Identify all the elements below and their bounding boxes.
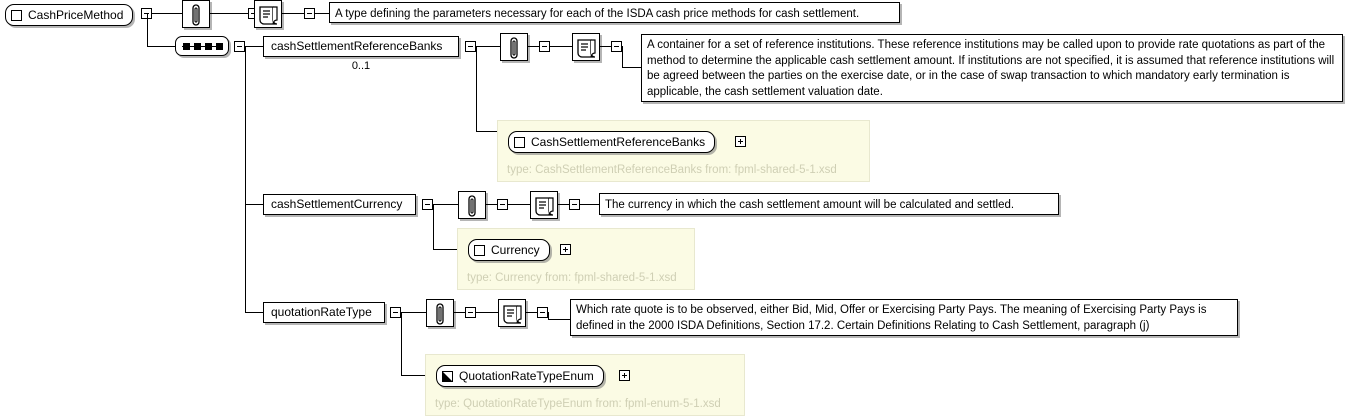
- expand-toggle-cashsettlementreferencebanks[interactable]: [735, 136, 746, 147]
- collapse-toggle-root[interactable]: [141, 8, 152, 19]
- connector-root-down: [147, 14, 148, 46]
- connector-child3-doc-to-box: [548, 319, 570, 320]
- collapse-toggle-sequence[interactable]: [234, 41, 245, 52]
- connector-doc-icon-to-toggle-child2: [558, 204, 569, 205]
- element-label: quotationRateType: [271, 305, 372, 319]
- connector-toggle-to-doc-icon-child3: [476, 312, 498, 313]
- type-ref-node-currency[interactable]: Currency: [468, 239, 550, 261]
- root-type-node-cashpricemethod[interactable]: CashPriceMethod: [5, 4, 134, 26]
- documentation-scroll-icon[interactable]: [498, 299, 526, 327]
- collapse-toggle-root-documentation[interactable]: [304, 8, 315, 19]
- connector-child2-to-annotation: [433, 204, 458, 205]
- root-documentation-text: A type defining the parameters necessary…: [335, 8, 860, 20]
- root-documentation-box: A type defining the parameters necessary…: [329, 2, 900, 23]
- element-node-quotationratetype[interactable]: quotationRateType: [263, 302, 385, 323]
- connector-child1-to-annotation: [476, 46, 500, 47]
- connector-sequence-to-child3: [245, 312, 263, 313]
- collapse-toggle-child1-documentation[interactable]: [611, 41, 622, 52]
- connector-doc-icon-to-toggle-child3: [526, 312, 537, 313]
- connector-toggle-to-doc-icon-child2: [508, 204, 530, 205]
- sequence-dot: [194, 43, 201, 50]
- connector-sequence-to-child1: [245, 46, 263, 47]
- connector-annotation-to-toggle-child2: [486, 204, 497, 205]
- connector-child2-type-down: [433, 204, 434, 249]
- expand-toggle-currency[interactable]: [560, 244, 571, 255]
- child2-documentation-box: The currency in which the cash settlemen…: [599, 193, 1059, 215]
- element-label: cashSettlementReferenceBanks: [271, 39, 443, 53]
- connector-child1-type-down: [476, 46, 477, 131]
- child3-documentation-box: Which rate quote is to be observed, eith…: [570, 299, 1238, 336]
- connector-annotation-to-toggle-child1: [528, 46, 539, 47]
- sequence-dot: [205, 43, 212, 50]
- type-ref-label: Currency: [491, 243, 540, 257]
- child1-documentation-box: A container for a set of reference insti…: [641, 34, 1343, 102]
- element-node-cashsettlementreferencebanks[interactable]: cashSettlementReferenceBanks: [263, 36, 459, 57]
- sequence-compositor-icon[interactable]: [175, 36, 229, 56]
- type-ref-label: CashSettlementReferenceBanks: [531, 135, 706, 149]
- connector-sequence-trunk: [245, 46, 246, 312]
- connector-root-to-annotation: [152, 13, 182, 14]
- enum-icon: [442, 370, 453, 382]
- connector-sequence-to-child2: [245, 204, 263, 205]
- child3-documentation-text: Which rate quote is to be observed, eith…: [576, 304, 1207, 332]
- connector-doc-icon-to-toggle: [282, 13, 304, 14]
- collapse-toggle-child3-documentation[interactable]: [537, 307, 548, 318]
- sequence-dot: [216, 43, 223, 50]
- connector-toggle-to-docbox: [315, 13, 329, 14]
- element-node-cashsettlementcurrency[interactable]: cashSettlementCurrency: [263, 194, 416, 215]
- element-label: cashSettlementCurrency: [271, 197, 403, 211]
- connector-child3-type-down: [401, 312, 402, 375]
- connector-child3-type-across: [401, 375, 431, 376]
- connector-child1-type-across: [476, 131, 501, 132]
- child2-documentation-text: The currency in which the cash settlemen…: [605, 199, 1015, 211]
- collapse-toggle-child3[interactable]: [390, 307, 401, 318]
- connector-toggle-to-doc-icon-child1: [550, 46, 572, 47]
- connector-child1-doc-to-box: [622, 67, 641, 68]
- collapse-toggle-child2-annotation[interactable]: [497, 199, 508, 210]
- type-ref-label: QuotationRateTypeEnum: [459, 369, 594, 383]
- type-panel-caption: type: QuotationRateTypeEnum from: fpml-e…: [435, 398, 721, 410]
- child1-documentation-text: A container for a set of reference insti…: [647, 39, 1335, 98]
- occurrence-indicator: 0..1: [351, 60, 371, 72]
- element-square-icon: [514, 136, 525, 148]
- connector-child2-type-across: [433, 249, 461, 250]
- collapse-toggle-child1-annotation[interactable]: [539, 41, 550, 52]
- type-ref-node-cashsettlementreferencebanks[interactable]: CashSettlementReferenceBanks: [508, 131, 716, 153]
- documentation-scroll-icon[interactable]: [572, 33, 600, 61]
- type-ref-node-quotationratetypeenum[interactable]: QuotationRateTypeEnum: [436, 365, 604, 387]
- collapse-toggle-child3-annotation[interactable]: [465, 307, 476, 318]
- annotation-paperclip-icon[interactable]: [458, 191, 486, 219]
- documentation-scroll-icon[interactable]: [254, 0, 282, 28]
- element-square-icon: [474, 244, 485, 256]
- connector-child3-doc-down: [548, 312, 549, 319]
- annotation-paperclip-icon[interactable]: [426, 299, 454, 327]
- element-square-icon: [11, 9, 22, 21]
- expand-toggle-quotationratetypeenum[interactable]: [619, 370, 630, 381]
- connector-child3-to-annotation: [401, 312, 426, 313]
- type-panel-caption: type: CashSettlementReferenceBanks from:…: [507, 164, 837, 176]
- sequence-dot: [183, 43, 190, 50]
- sequence-bar: [182, 46, 222, 47]
- root-type-label: CashPriceMethod: [28, 8, 124, 22]
- connector-root-to-sequence: [147, 46, 175, 47]
- annotation-paperclip-icon[interactable]: [500, 33, 528, 61]
- connector-child1-doc-down: [622, 46, 623, 67]
- connector-child2-doc-to-box: [580, 204, 599, 205]
- documentation-scroll-icon[interactable]: [530, 191, 558, 219]
- annotation-paperclip-icon[interactable]: [182, 0, 210, 28]
- collapse-toggle-child1[interactable]: [465, 41, 476, 52]
- collapse-toggle-child2-documentation[interactable]: [569, 199, 580, 210]
- connector-doc-icon-to-toggle-child1: [600, 46, 611, 47]
- connector-annotation-to-toggle-child3: [454, 312, 465, 313]
- connector-annotation-to-toggle: [210, 13, 248, 14]
- collapse-toggle-child2[interactable]: [422, 199, 433, 210]
- type-panel-caption: type: Currency from: fpml-shared-5-1.xsd: [467, 272, 677, 284]
